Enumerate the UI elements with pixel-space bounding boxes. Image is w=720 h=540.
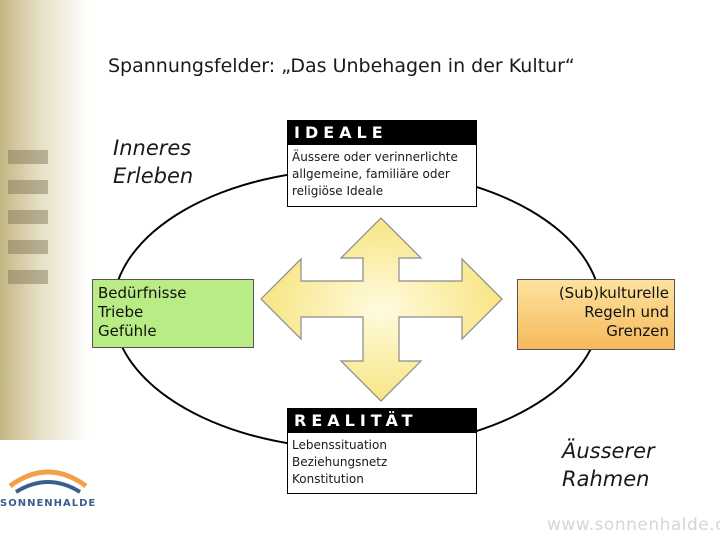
rules-line-3: Grenzen (606, 322, 669, 340)
rules-line-1: (Sub)kulturelle (558, 284, 669, 302)
outer-label-line-2: Rahmen (562, 467, 650, 491)
needs-line-1: Bedürfnisse (98, 284, 187, 302)
website-url: www.sonnenhalde.ch (547, 515, 720, 535)
ideals-line-2: allgemeine, familiäre oder (292, 167, 450, 181)
reality-box: REALITÄT Lebenssituation Beziehungsnetz … (287, 408, 477, 494)
ideals-box: IDEALE Äussere oder verinnerlichte allge… (287, 120, 477, 207)
reality-line-2: Beziehungsnetz (292, 455, 388, 469)
inner-experience-label: Inneres Erleben (113, 134, 193, 190)
background-photo (0, 0, 90, 440)
inner-label-line-2: Erleben (113, 164, 194, 188)
needs-line-3: Gefühle (98, 322, 157, 340)
ideals-header: IDEALE (288, 121, 476, 145)
sonnenhalde-logo-icon (8, 469, 88, 494)
outer-label-line-1: Äusserer (562, 439, 655, 463)
cultural-rules-box: (Sub)kulturelle Regeln und Grenzen (517, 279, 675, 350)
arrow-shape (260, 217, 503, 402)
logo-text: SONNENHALDE (0, 498, 97, 509)
reality-header: REALITÄT (288, 409, 476, 433)
reality-line-1: Lebenssituation (292, 438, 387, 452)
ideals-description: Äussere oder verinnerlichte allgemeine, … (288, 145, 476, 204)
rules-line-2: Regeln und (584, 303, 669, 321)
needs-line-2: Triebe (98, 303, 144, 321)
inner-label-line-1: Inneres (113, 136, 192, 160)
reality-description: Lebenssituation Beziehungsnetz Konstitut… (288, 433, 476, 492)
ideals-line-1: Äussere oder verinnerlichte (292, 150, 458, 164)
page-title: Spannungsfelder: „Das Unbehagen in der K… (108, 55, 575, 77)
outer-frame-label: Äusserer Rahmen (562, 437, 655, 493)
needs-box: Bedürfnisse Triebe Gefühle (92, 279, 254, 348)
reality-line-3: Konstitution (292, 472, 364, 486)
ideals-line-3: religiöse Ideale (292, 184, 384, 198)
